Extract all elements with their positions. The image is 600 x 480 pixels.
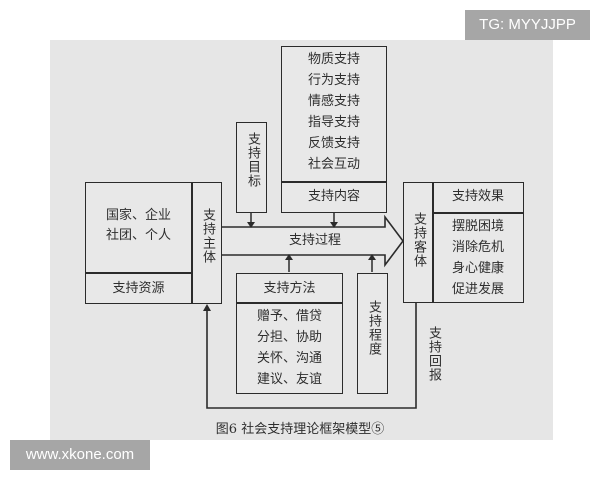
arrow-up-icon [285, 254, 293, 260]
process-arrow-icon [220, 214, 404, 268]
support-resources-label: 支持资源 [112, 281, 165, 296]
method-item: 赠予、借贷 [256, 309, 322, 324]
watermark-top-right: TG: MYYJJPP [465, 10, 590, 40]
content-item: 指导支持 [307, 115, 360, 130]
arrow-down-icon [247, 222, 255, 228]
support-content-label: 支持内容 [307, 189, 360, 204]
arrow-up-icon [203, 304, 211, 311]
method-item: 建议、友谊 [256, 372, 322, 387]
content-item: 行为支持 [307, 73, 360, 88]
support-resources-line1: 国家、企业 [105, 208, 171, 223]
support-return-label: 支持回报 [426, 326, 441, 382]
figure-caption: 图6 社会支持理论框架模型⑤ [215, 422, 385, 437]
content-item: 情感支持 [307, 94, 360, 109]
support-process-label: 支持过程 [288, 233, 341, 248]
support-subject-box [85, 182, 222, 304]
support-degree-label: 支持程度 [366, 300, 381, 356]
content-item: 反馈支持 [307, 136, 360, 151]
arrow-down-icon [330, 222, 338, 228]
support-object-box [403, 182, 524, 303]
support-method-box [236, 273, 343, 394]
effect-item: 身心健康 [451, 261, 504, 276]
support-degree-box [357, 273, 388, 394]
support-resources-line2: 社团、个人 [105, 228, 171, 243]
support-goal-box [236, 122, 267, 213]
support-content-box [281, 46, 387, 213]
content-item: 社会互动 [307, 157, 360, 172]
watermark-bottom-left: www.xkone.com [10, 440, 150, 470]
effect-item: 消除危机 [451, 240, 504, 255]
arrow-up-icon [368, 254, 376, 260]
effect-item: 摆脱困境 [451, 219, 504, 234]
effect-item: 促进发展 [451, 282, 504, 297]
content-item: 物质支持 [307, 52, 360, 67]
support-effect-label: 支持效果 [451, 189, 504, 204]
method-item: 关怀、沟通 [256, 351, 322, 366]
support-object-label: 支持客体 [411, 212, 426, 268]
support-subject-label: 支持主体 [200, 208, 215, 264]
method-item: 分担、协助 [256, 330, 322, 345]
support-method-label: 支持方法 [263, 281, 316, 296]
support-goal-label: 支持目标 [245, 132, 260, 188]
